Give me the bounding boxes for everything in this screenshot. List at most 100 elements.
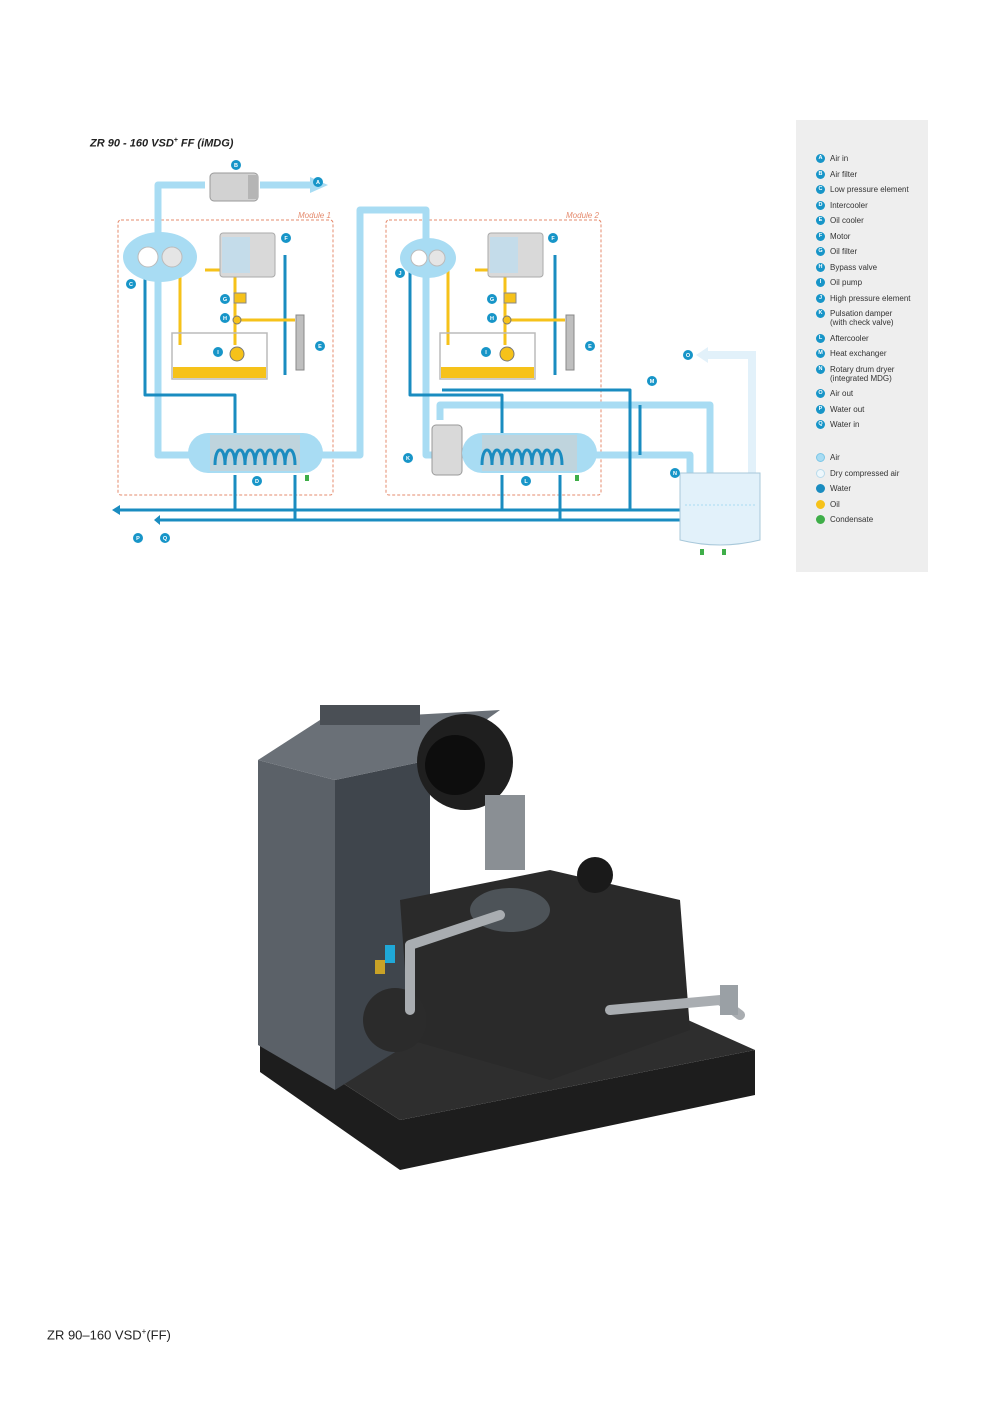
legend-label: Motor: [830, 231, 851, 241]
legend-label: Air out: [830, 389, 854, 398]
module-2-label: Module 2: [566, 211, 599, 220]
intake-duct: [485, 795, 525, 870]
legend-badge: Q: [816, 420, 825, 429]
condensate-drains: [305, 475, 726, 555]
tag-l: L: [521, 476, 531, 486]
tag-f2: F: [548, 233, 558, 243]
legend-badge: C: [816, 185, 825, 194]
tag-c: C: [126, 279, 136, 289]
legend-label: Pulsation damper (with check valve): [830, 309, 894, 327]
oil-filter-1: [233, 292, 247, 304]
svg-text:E: E: [318, 344, 322, 350]
svg-text:G: G: [223, 297, 227, 303]
motor-2-window: [490, 237, 518, 273]
svg-text:H: H: [490, 316, 494, 322]
tag-g2: G: [487, 294, 497, 304]
swatch-label: Condensate: [830, 515, 874, 524]
water-in-arrow: [154, 515, 160, 525]
svg-text:E: E: [588, 344, 592, 350]
oil-pump-1: [229, 346, 245, 362]
oil-filter-2: [503, 292, 517, 304]
legend-label: Rotary drum dryer (integrated MDG): [830, 364, 895, 383]
legend-label: Air in: [830, 154, 849, 163]
lp-rotor-1: [137, 246, 159, 268]
svg-text:N: N: [673, 471, 677, 477]
svg-text:D: D: [255, 479, 259, 485]
swatch-dot: [816, 453, 825, 462]
legend-item: M Heat exchanger: [816, 349, 910, 358]
oil-tank-1-level: [173, 367, 266, 378]
tag-q: Q: [160, 533, 170, 543]
legend-badge: D: [816, 200, 825, 210]
air-out-arrow: [696, 347, 708, 363]
tag-k: K: [403, 453, 413, 463]
swatch-label: Water: [830, 484, 852, 493]
aftercooler-coil: [480, 448, 564, 466]
module-2-frame: [385, 219, 602, 496]
air-filter-cap: [248, 175, 258, 199]
tag-g: G: [220, 294, 230, 304]
footer-model-label: ZR 90–160 VSD+(FF): [47, 1327, 171, 1343]
tag-b: B: [231, 160, 241, 170]
legend-label: Water in: [830, 420, 860, 429]
svg-text:B: B: [234, 163, 238, 169]
swatch-dot: [816, 499, 825, 509]
svg-text:L: L: [524, 479, 528, 485]
oil-pump-2: [499, 346, 515, 362]
legend-badge: L: [816, 333, 825, 343]
legend-item: L Aftercooler: [816, 333, 910, 343]
air-intake-opening: [425, 735, 485, 795]
swatch-dot: [816, 484, 825, 493]
legend-badge: O: [816, 389, 825, 398]
brass-valve: [375, 960, 385, 974]
tag-f: F: [281, 233, 291, 243]
high-pressure-element: [400, 238, 456, 278]
legend-label: Oil cooler: [830, 216, 864, 225]
legend-label: Heat exchanger: [830, 349, 887, 358]
tag-i2: I: [481, 347, 491, 357]
svg-text:J: J: [398, 271, 401, 277]
legend-badge: P: [816, 404, 825, 414]
outlet-flange: [720, 985, 738, 1015]
bypass-valve-2: [502, 315, 512, 325]
legend-label: Air filter: [830, 169, 858, 179]
legend-label: Aftercooler: [830, 333, 869, 343]
swatch-item: Condensate: [816, 515, 899, 524]
dry-air-out-pipe: [708, 351, 756, 475]
oil-cooler-2: [565, 314, 575, 371]
cabinet-top-block: [320, 705, 420, 725]
legend-item: D Intercooler: [816, 200, 910, 210]
module-1-frame: [117, 219, 334, 496]
tag-j: J: [395, 268, 405, 278]
svg-text:P: P: [136, 536, 140, 542]
oil-tank-2-level: [441, 367, 534, 378]
legend-label: Intercooler: [830, 200, 868, 210]
legend-badge: J: [816, 293, 825, 303]
motor-1-window: [222, 237, 250, 273]
legend-label: Oil filter: [830, 247, 858, 256]
legend-item: Q Water in: [816, 420, 910, 429]
base-frame: [260, 1030, 755, 1170]
tag-e2: E: [585, 341, 595, 351]
tag-h2: H: [487, 313, 497, 323]
legend-badge: M: [816, 349, 825, 358]
oil-tank-1: [171, 332, 268, 380]
legend-badge: A: [816, 154, 825, 163]
svg-text:I: I: [217, 350, 219, 356]
tag-n: N: [670, 468, 680, 478]
hp-rotor-1: [410, 249, 428, 267]
svg-text:G: G: [490, 297, 494, 303]
swatch-dot: [816, 515, 825, 524]
legend-badge: I: [816, 278, 825, 287]
legend-badge: F: [816, 231, 825, 241]
svg-text:K: K: [406, 456, 410, 462]
svg-text:Q: Q: [163, 536, 168, 542]
swatch-item: Dry compressed air: [816, 468, 899, 478]
